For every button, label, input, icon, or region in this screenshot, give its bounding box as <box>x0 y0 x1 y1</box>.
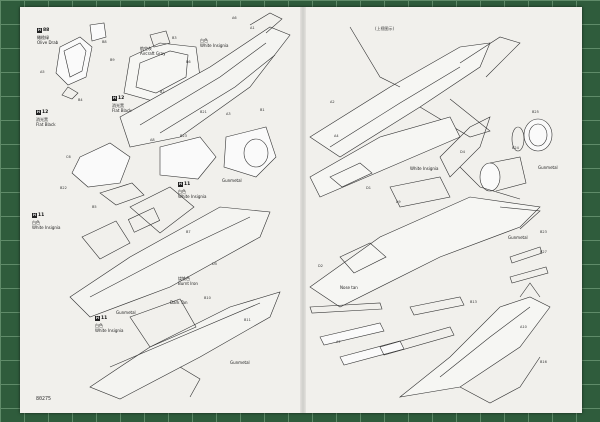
part-number: B6 <box>186 60 191 64</box>
bottom-fuselage-drawing <box>89 291 281 400</box>
callout-gunmetal-2-text: Gunmetal <box>116 310 136 315</box>
callout-gunmetal-text: Gunmetal <box>222 178 242 183</box>
part-number: B4 <box>78 98 83 102</box>
part-number: A10 <box>520 325 527 329</box>
part-number: B23 <box>180 134 187 138</box>
part-number: B3 <box>172 36 177 40</box>
sheet-fold-line <box>300 7 306 413</box>
part-number: B23 <box>540 230 547 234</box>
part-number: B22 <box>60 186 67 190</box>
part-number: D1 <box>366 186 371 190</box>
part-number: D5 <box>212 262 217 266</box>
part-number: A9 <box>396 200 401 204</box>
callout-dark-tan-text: Dark Tan <box>170 300 188 305</box>
part-number: C6 <box>66 155 71 159</box>
callout-white-insignia-right-text: White Insignia <box>410 166 439 171</box>
part-number: B9 <box>110 58 115 62</box>
part-number: B1 <box>260 108 265 112</box>
part-number: A2 <box>330 100 335 104</box>
callout-gunmetal-3-text: Gunmetal <box>230 360 250 365</box>
part-number: B8 <box>102 40 107 44</box>
cockpit-assembly-drawing <box>309 116 491 198</box>
part-number: B13 <box>470 300 477 304</box>
part-number: D2 <box>318 264 323 268</box>
upper-fuselage-drawing <box>119 12 291 148</box>
weapons-drawing <box>309 246 549 366</box>
callout-gunmetal-right-text: Gunmetal <box>538 165 558 170</box>
callout-nose-tan-text: Nose tan <box>340 285 358 290</box>
part-number: A3 <box>226 112 231 116</box>
assembly-drawing <box>55 12 553 404</box>
part-number: A6 <box>232 16 237 20</box>
top-view-jet-drawing <box>309 26 521 158</box>
part-number: A8 <box>150 138 155 142</box>
part-number: D4 <box>460 150 465 154</box>
part-number: B27 <box>540 250 547 254</box>
part-number: B16 <box>540 360 547 364</box>
part-number: B5 <box>92 205 97 209</box>
intake-parts-drawing <box>71 126 277 206</box>
part-number: B21 <box>200 110 207 114</box>
part-number: B11 <box>244 318 251 322</box>
part-number: A7 <box>336 340 341 344</box>
lower-fuselage-drawing <box>69 186 271 318</box>
part-number: A4 <box>334 134 339 138</box>
part-number: B2 <box>160 90 165 94</box>
part-number: A5 <box>40 70 45 74</box>
part-number: A1 <box>250 26 255 30</box>
part-number: B24 <box>512 146 519 150</box>
page-number: 80275 <box>36 396 52 402</box>
callout-gunmetal-right2-text: Gunmetal <box>508 235 528 240</box>
bottom-view-jet-drawing <box>398 282 551 404</box>
part-number: B10 <box>204 296 211 300</box>
main-assembly-drawing <box>309 166 541 308</box>
part-number: B7 <box>186 230 191 234</box>
ejection-seat-drawing <box>55 22 107 100</box>
right-page-title: (上视图示) <box>375 26 395 31</box>
part-number: B25 <box>532 110 539 114</box>
nozzle-parts-drawing <box>479 118 553 192</box>
